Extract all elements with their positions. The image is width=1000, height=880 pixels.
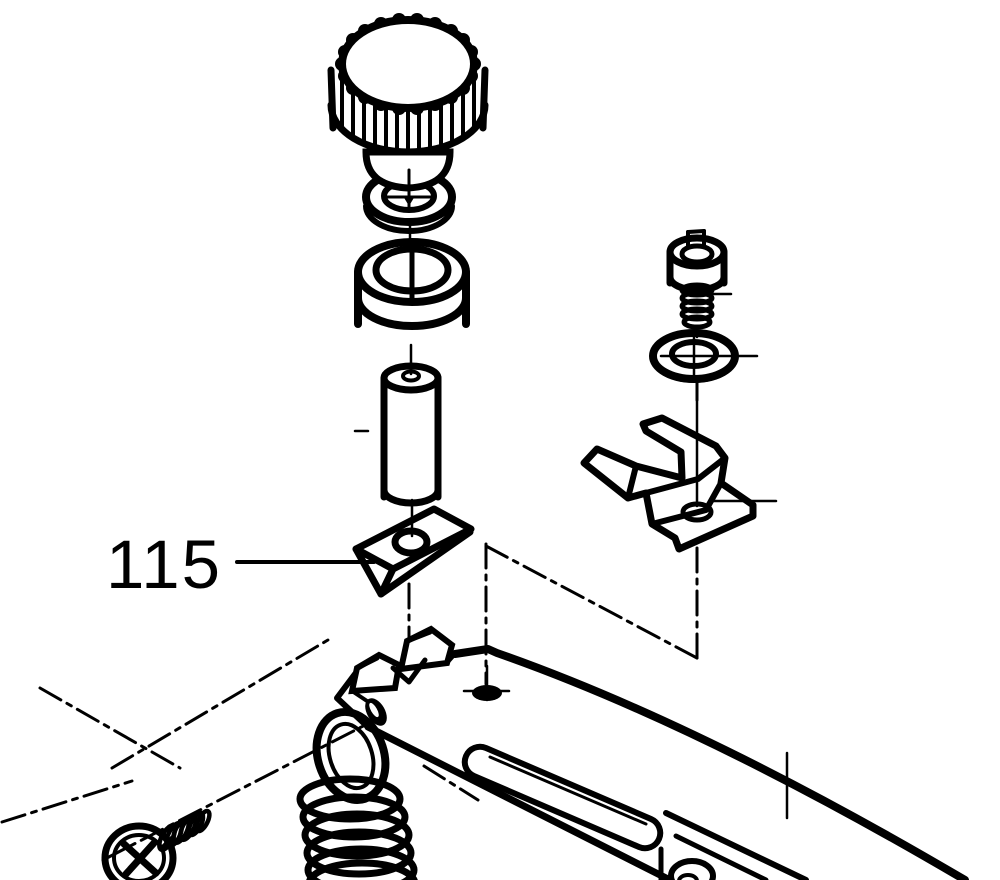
pivot-pin	[380, 362, 442, 507]
phillips-cross-icon	[120, 839, 160, 878]
bushing	[354, 238, 470, 330]
arm-screw-hole	[472, 685, 502, 701]
coil-spring	[296, 708, 418, 880]
part-number-label: 115	[106, 526, 222, 603]
callout-115: 115	[106, 526, 376, 603]
screw-threads	[157, 808, 212, 853]
arm-slot	[461, 743, 664, 852]
bracket-hole	[680, 501, 714, 523]
flat-washer	[649, 329, 739, 383]
knob-washer	[362, 148, 456, 234]
socket-head-screw	[666, 229, 728, 330]
phillips-screw	[101, 808, 212, 880]
arm-assembly	[334, 625, 969, 880]
tension-wedge	[352, 505, 475, 598]
hex-socket	[679, 243, 715, 265]
knurled-adjusting-knob	[327, 13, 489, 156]
screw-threads	[679, 282, 715, 330]
knob-flutes	[340, 64, 476, 154]
wedge-lug-left	[348, 651, 403, 695]
clamp-bracket	[580, 414, 757, 553]
